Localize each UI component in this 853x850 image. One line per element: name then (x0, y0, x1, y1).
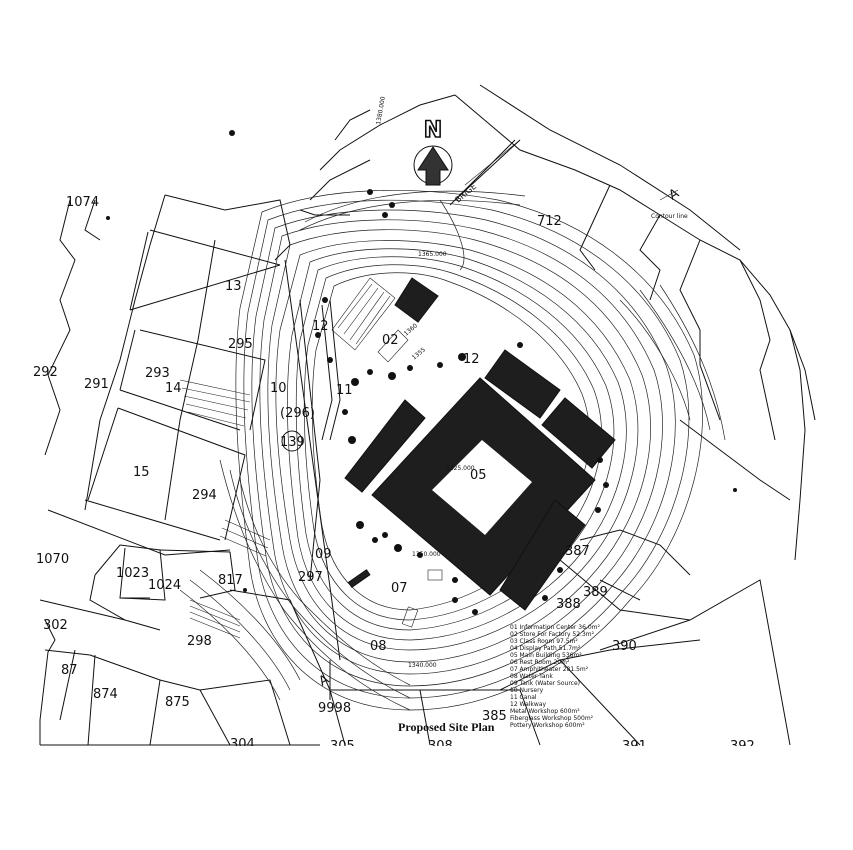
plot-number: 295 (228, 337, 253, 352)
legend-item: Pottery Workshop 600m² (510, 722, 585, 729)
plot-number: 389 (583, 585, 608, 600)
page-margin-top (0, 0, 853, 80)
plot-number: 13 (225, 279, 242, 294)
legend-item: 01 Information Center 36.0m² (510, 624, 600, 631)
plot-number: 875 (165, 695, 190, 710)
contour-label: 1355 (411, 346, 427, 361)
plot-circle-marker (281, 430, 303, 452)
section-marker-top: A (667, 186, 682, 203)
legend-item: 09 Tank (Water Source) (510, 680, 580, 687)
plot-numbers: 1074 292 291 13 295 293 14 10 (296) 139 … (33, 195, 755, 754)
plot-number: 87 (61, 663, 78, 678)
classroom-block (484, 349, 561, 419)
plot-number: 10 (270, 381, 287, 396)
north-label: N (424, 118, 442, 143)
plot-number: 385 (482, 709, 507, 724)
legend-item: 02 Store For Factory 52.3m² (510, 631, 595, 638)
plot-number: 1024 (148, 578, 181, 593)
contour-label: 1340.000 (408, 662, 437, 669)
plot-number: 297 (298, 570, 323, 585)
plot-number: 1023 (116, 566, 149, 581)
legend-item: 11 Canal (510, 694, 537, 701)
plot-number: 817 (218, 573, 243, 588)
building-label: 12 (463, 352, 480, 367)
courtyard (432, 440, 532, 535)
plot-number: 139 (280, 435, 305, 450)
building-labels: 12 02 12 11 05 09 07 08 (312, 319, 487, 654)
legend: 01 Information Center 36.0m² 02 Store Fo… (510, 624, 600, 729)
plot-number: (296) (280, 406, 315, 421)
legend-item: Fiberglass Workshop 500m² (510, 715, 594, 722)
map-title: Proposed Site Plan (398, 720, 495, 734)
workshop-block-south (499, 499, 586, 611)
parcel-boundaries-east (299, 84, 816, 621)
legend-item: 04 Display Path 51.7m² (510, 645, 581, 652)
plot-number: 390 (612, 639, 637, 654)
legend-item: 06 Rest Room 20m² (510, 659, 570, 666)
tiny-label: Contour line (651, 213, 688, 220)
plot-number: 292 (33, 365, 58, 380)
contour-label: 1380.000 (375, 96, 387, 126)
plot-number: 1070 (36, 552, 69, 567)
legend-item: 10 Nursery (510, 687, 544, 694)
legend-item: 08 Water Tank (510, 673, 553, 680)
legend-item: 03 Class Room 97.5m² (510, 638, 578, 645)
parcel-boundaries (39, 194, 791, 746)
plot-number: 874 (93, 687, 118, 702)
contour-label: 1360 (403, 322, 419, 337)
plot-number: 291 (84, 377, 109, 392)
building-label: 11 (336, 383, 353, 398)
store-building (394, 277, 439, 323)
contour-lines (179, 189, 726, 711)
slope-hatching (179, 379, 271, 639)
plot-number: 9998 (318, 701, 351, 716)
plot-number: 388 (556, 597, 581, 612)
plot-number: 293 (145, 366, 170, 381)
building-label: 05 (470, 468, 487, 483)
contour-label: 1350.000 (412, 551, 441, 558)
plot-number: 302 (43, 618, 68, 633)
plot-number: 1074 (66, 195, 99, 210)
plot-number: 15 (133, 465, 150, 480)
plot-number: 387 (565, 544, 590, 559)
hatched-structure (331, 277, 396, 351)
building-label: 08 (370, 639, 387, 654)
north-arrow: N (413, 117, 453, 186)
contour-label: 1325.000 (446, 465, 475, 472)
legend-item: Metal Workshop 600m² (510, 708, 580, 715)
page-margin (0, 746, 853, 850)
plot-number: 294 (192, 488, 217, 503)
roads (321, 139, 521, 700)
building-label: 07 (391, 581, 408, 596)
building-label: 12 (312, 319, 329, 334)
trees (106, 130, 737, 615)
plot-number: 712 (537, 214, 562, 229)
workshop-block-west (344, 399, 426, 493)
legend-item: 05 Main Building 536m² (510, 652, 582, 659)
legend-item: 07 Amphitheater 281.5m² (510, 666, 589, 673)
buildings (331, 277, 616, 628)
building-label: 02 (382, 333, 399, 348)
contour-label: 1365.000 (418, 251, 447, 258)
plot-number: 14 (165, 381, 182, 396)
plot-number: 298 (187, 634, 212, 649)
legend-item: 12 Walkway (510, 701, 546, 708)
building-label: 09 (315, 547, 332, 562)
workshop-block-east (541, 397, 616, 469)
